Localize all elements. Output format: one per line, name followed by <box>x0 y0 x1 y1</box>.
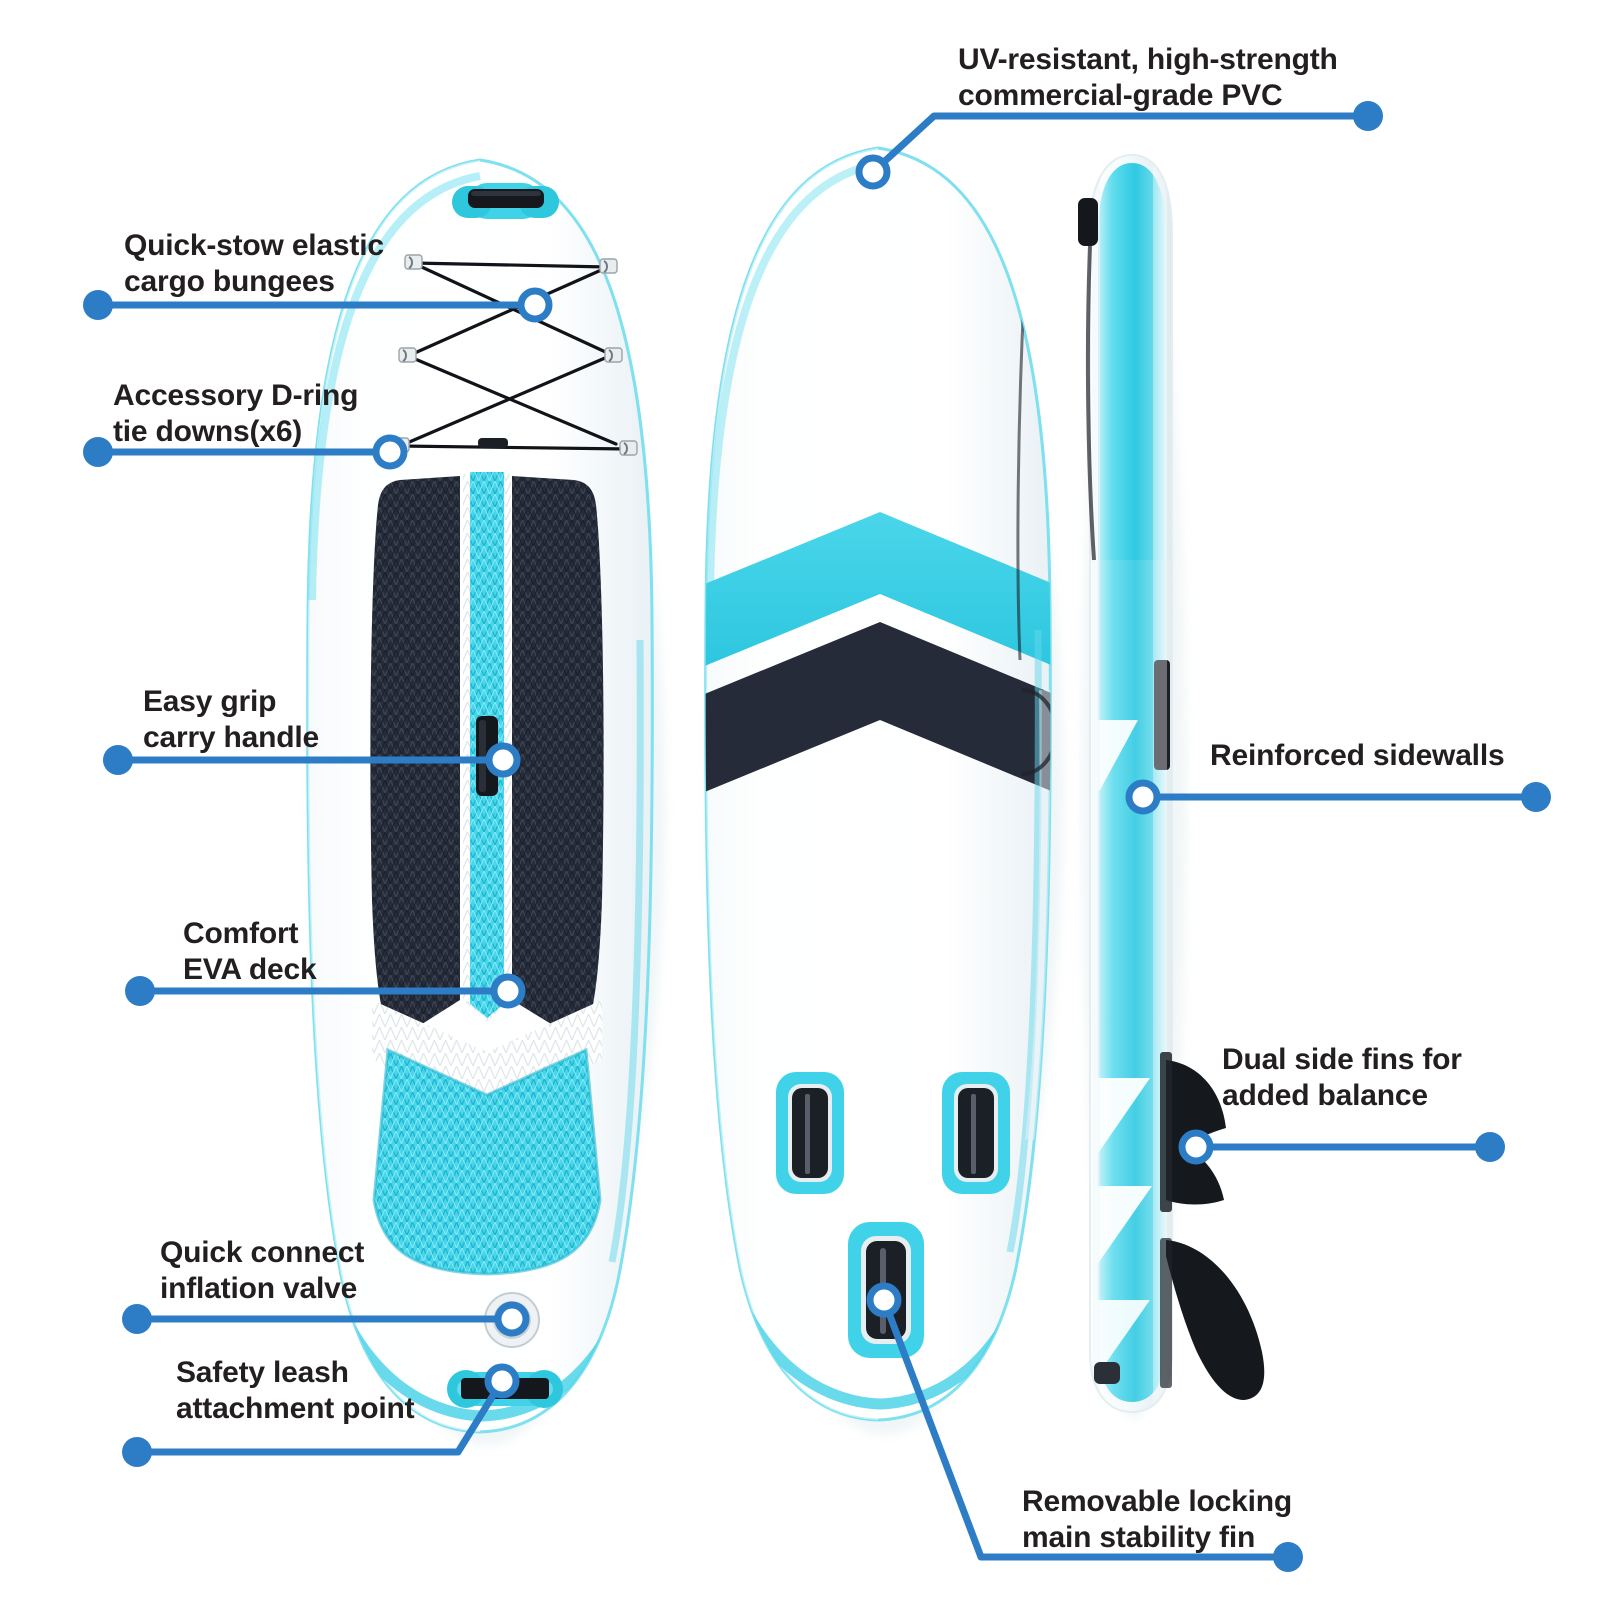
callout-label-eva-deck: Comfort EVA deck <box>183 917 317 986</box>
callout-label-d-ring-tie-downs: Accessory D-ring tie downs(x6) <box>113 379 359 448</box>
d-ring <box>398 347 417 363</box>
leader-dot-dual-side-fins <box>1475 1132 1505 1162</box>
hull-bottom-view <box>704 146 1063 1435</box>
leader-dot-eva-deck <box>125 976 155 1006</box>
callout-label-carry-handle: Easy grip carry handle <box>143 685 320 754</box>
leader-dot-cargo-bungees <box>83 290 113 320</box>
leader-line-main-stability-fin <box>880 1296 1292 1561</box>
callout-label-reinforced-sidewalls: Reinforced sidewalls <box>1210 739 1505 772</box>
target-ring-eva-deck <box>490 973 526 1009</box>
callout-label-cargo-bungees: Quick-stow elastic cargo bungees <box>124 229 384 298</box>
side-fins <box>1094 1052 1265 1400</box>
deck-nose-handle <box>452 183 559 219</box>
target-ring-main-stability-fin <box>866 1282 902 1318</box>
d-ring <box>604 347 623 363</box>
main-stability-fin <box>1166 1240 1265 1400</box>
d-ring <box>404 254 423 270</box>
leader-dot-main-stability-fin <box>1273 1542 1303 1572</box>
side-fin-upper <box>1166 1060 1226 1152</box>
target-ring-pvc-material <box>855 154 891 190</box>
deck-top-view <box>306 158 665 1445</box>
leader-dot-leash-attachment <box>122 1437 152 1467</box>
eva-deck-pad <box>370 472 604 1276</box>
callout-label-leash-attachment: Safety leash attachment point <box>176 1356 415 1425</box>
leader-line-pvc-material <box>869 112 1372 176</box>
callout-leader-lines <box>94 112 1540 1561</box>
side-nose-handle <box>1078 198 1098 561</box>
target-ring-d-ring-tie-downs <box>372 434 408 470</box>
rail-side-profile-view <box>1078 153 1265 1420</box>
d-ring <box>619 440 638 456</box>
leader-line-leash-attachment <box>133 1377 506 1456</box>
target-ring-dual-side-fins <box>1178 1129 1214 1165</box>
leader-dot-reinforced-sidewalls <box>1521 782 1551 812</box>
fin-box-right <box>942 1072 1010 1194</box>
callout-markers <box>83 101 1551 1572</box>
leader-dot-pvc-material <box>1353 101 1383 131</box>
target-ring-carry-handle <box>485 742 521 778</box>
leader-dot-inflation-valve <box>122 1304 152 1334</box>
side-fin-lower <box>1166 1140 1224 1205</box>
target-ring-inflation-valve <box>494 1301 530 1337</box>
cargo-bungee-system <box>398 261 630 451</box>
target-ring-cargo-bungees <box>517 287 553 323</box>
leader-dot-carry-handle <box>103 745 133 775</box>
callout-label-inflation-valve: Quick connect inflation valve <box>160 1236 365 1305</box>
target-ring-leash-attachment <box>484 1363 520 1399</box>
leader-dot-d-ring-tie-downs <box>83 437 113 467</box>
target-ring-reinforced-sidewalls <box>1125 779 1161 815</box>
fin-box-left <box>776 1072 844 1194</box>
callout-label-main-stability-fin: Removable locking main stability fin <box>1022 1485 1293 1554</box>
d-ring <box>599 258 618 274</box>
callout-label-dual-side-fins: Dual side fins for added balance <box>1222 1043 1462 1112</box>
callout-label-pvc-material: UV-resistant, high-strength commercial-g… <box>958 43 1338 112</box>
